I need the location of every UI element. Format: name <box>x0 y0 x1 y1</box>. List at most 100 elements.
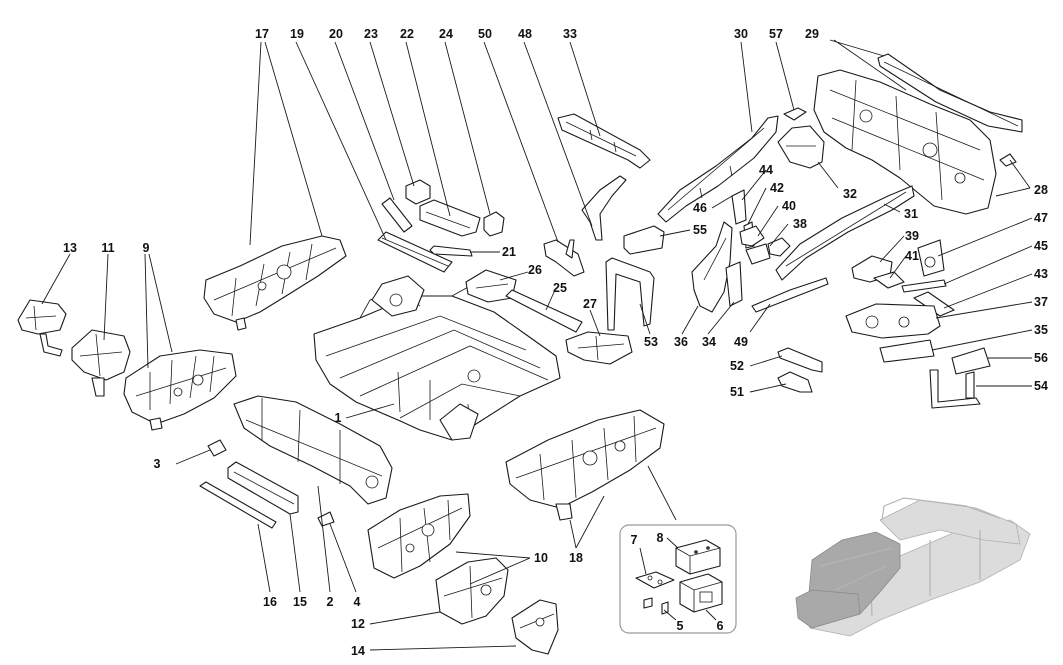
part-15-beam <box>227 461 299 515</box>
callout-23: 23 <box>364 27 378 41</box>
callout-18: 18 <box>569 551 583 565</box>
callout-27: 27 <box>583 297 597 311</box>
part-29-rail <box>877 53 1023 133</box>
callout-46: 46 <box>693 201 707 215</box>
callout-22: 22 <box>400 27 414 41</box>
callout-6: 6 <box>717 619 724 633</box>
callout-32: 32 <box>843 187 857 201</box>
callout-42: 42 <box>770 181 784 195</box>
leader-lines <box>41 39 1033 651</box>
part-13-bracket <box>17 299 67 357</box>
part-33-crossmember <box>557 113 651 169</box>
part-50-bracket <box>543 239 585 277</box>
callout-14: 14 <box>351 644 365 658</box>
callout-47: 47 <box>1034 211 1048 225</box>
part-32-panel <box>777 125 825 169</box>
callout-11: 11 <box>101 241 114 255</box>
callout-20: 20 <box>329 27 343 41</box>
part-27-plate <box>565 331 633 365</box>
callout-24: 24 <box>439 27 453 41</box>
callout-5: 5 <box>677 619 684 633</box>
callout-7: 7 <box>631 533 638 547</box>
callout-13: 13 <box>63 241 77 255</box>
part-53-frame <box>605 257 655 331</box>
callout-53: 53 <box>644 335 658 349</box>
part-11-bracket <box>71 329 131 397</box>
callout-12: 12 <box>351 617 365 631</box>
callout-31: 31 <box>904 207 918 221</box>
callout-48: 48 <box>518 27 532 41</box>
part-7-plate <box>635 571 675 589</box>
part-9-node <box>123 349 237 431</box>
callout-15: 15 <box>293 595 307 609</box>
part-17-node <box>203 235 347 331</box>
overview-chassis-thumbnail <box>795 497 1031 637</box>
part-6-block <box>679 573 723 613</box>
part-10-node <box>367 493 471 579</box>
callout-55: 55 <box>693 223 707 237</box>
part-28-firewall <box>813 69 1017 215</box>
callout-41: 41 <box>905 249 919 263</box>
part-31-beam <box>775 185 915 281</box>
part-57-bracket <box>783 107 807 121</box>
callout-38: 38 <box>793 217 807 231</box>
part-38-bracket <box>767 237 791 257</box>
part-23-block <box>405 179 431 205</box>
part-42-40-brackets <box>739 225 771 265</box>
callout-28: 28 <box>1034 183 1048 197</box>
callout-54: 54 <box>1034 379 1048 393</box>
callout-39: 39 <box>905 229 919 243</box>
callout-17: 17 <box>255 27 269 41</box>
callout-26: 26 <box>528 263 542 277</box>
part-35-channel <box>879 339 935 363</box>
part-49-strip <box>751 277 829 313</box>
part-55-bracket <box>623 225 665 255</box>
callout-8: 8 <box>657 531 664 545</box>
part-2-front-frame <box>233 395 393 505</box>
callout-2: 2 <box>327 595 334 609</box>
part-34-bracket <box>725 261 743 307</box>
part-3-bracket <box>207 439 227 457</box>
callout-40: 40 <box>782 199 796 213</box>
callout-4: 4 <box>354 595 361 609</box>
part-51-bracket <box>777 371 813 393</box>
callout-45: 45 <box>1034 239 1048 253</box>
part-48-bracket <box>581 175 627 241</box>
part-41-bracket <box>873 271 905 289</box>
callout-19: 19 <box>290 27 304 41</box>
part-20-beam <box>381 197 413 233</box>
callout-50: 50 <box>478 27 492 41</box>
callout-1: 1 <box>335 411 342 425</box>
callout-35: 35 <box>1034 323 1048 337</box>
part-4-bracket <box>317 511 335 527</box>
part-24-block <box>483 211 505 237</box>
callout-57: 57 <box>769 27 783 41</box>
part-25-bar <box>505 289 583 333</box>
part-1-main-frame <box>313 275 561 441</box>
part-14-node <box>511 599 559 655</box>
callout-36: 36 <box>674 335 688 349</box>
callout-25: 25 <box>553 281 567 295</box>
part-5-bolt <box>643 597 669 615</box>
callout-29: 29 <box>805 27 819 41</box>
part-30-beam <box>657 115 779 223</box>
part-52-bracket <box>777 347 823 373</box>
callout-34: 34 <box>702 335 716 349</box>
callout-52: 52 <box>730 359 744 373</box>
callout-49: 49 <box>734 335 748 349</box>
part-8-block <box>675 539 721 575</box>
part-22-bracket <box>419 199 481 237</box>
callout-21: 21 <box>502 245 516 259</box>
inset-detail-box <box>619 524 737 634</box>
callout-43: 43 <box>1034 267 1048 281</box>
callout-16: 16 <box>263 595 277 609</box>
callout-30: 30 <box>734 27 748 41</box>
callout-10: 10 <box>534 551 548 565</box>
part-37-panel <box>845 303 941 339</box>
callout-9: 9 <box>143 241 150 255</box>
callout-51: 51 <box>730 385 744 399</box>
callout-3: 3 <box>154 457 161 471</box>
part-47-plate <box>917 239 945 277</box>
